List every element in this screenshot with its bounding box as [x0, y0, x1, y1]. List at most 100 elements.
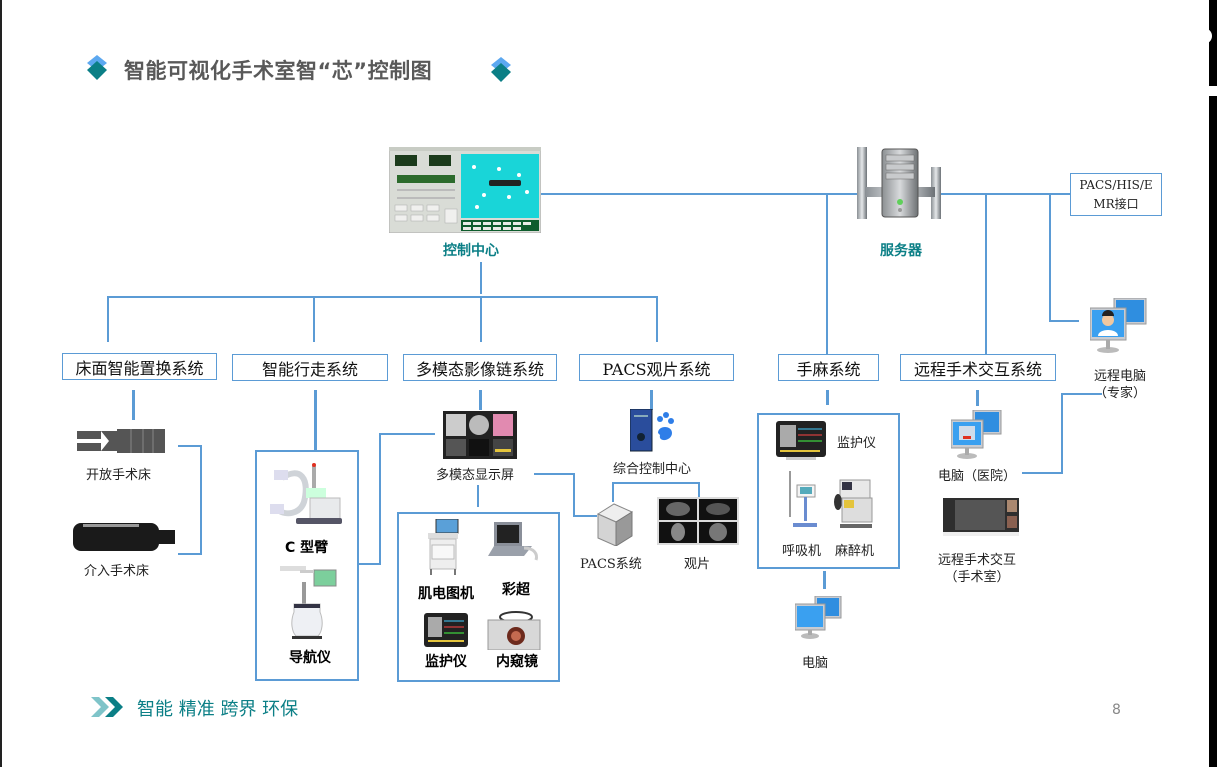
connector	[178, 445, 202, 447]
interface-line1: PACS/HIS/E	[1079, 178, 1153, 192]
connector	[656, 296, 658, 342]
server-label: 服务器	[880, 243, 922, 259]
system-pacs-viewing[interactable]: PACS观片系统	[579, 354, 734, 381]
server-icon[interactable]	[855, 147, 943, 219]
connector	[1049, 194, 1051, 321]
connector	[107, 296, 658, 298]
remote-surgery-label: 远程手术交互 （手术室）	[938, 552, 1016, 586]
connector	[1061, 393, 1063, 474]
double-chevron-icon	[91, 697, 123, 717]
page-number: 8	[1112, 702, 1121, 718]
connector	[698, 482, 700, 498]
endoscope-label: 内窥镜	[496, 654, 538, 670]
emg-machine-icon[interactable]	[424, 519, 464, 575]
connector	[1061, 393, 1102, 395]
connector	[314, 390, 317, 450]
endoscope-icon[interactable]	[486, 610, 542, 650]
connector	[612, 482, 614, 502]
connector	[541, 193, 859, 195]
computers-icon[interactable]	[795, 596, 843, 640]
remote-surgery-line2: （手术室）	[944, 570, 1010, 585]
control-pc-icon[interactable]	[630, 409, 674, 453]
ct-images-icon[interactable]	[657, 497, 739, 545]
interface-line2: MR接口	[1093, 197, 1139, 211]
pacs-system-label: PACS系统	[580, 557, 642, 572]
system-remote-surgery[interactable]: 远程手术交互系统	[900, 354, 1056, 381]
interventional-bed-icon[interactable]	[73, 523, 177, 551]
connector	[1022, 472, 1063, 474]
anesthesia-machine-icon[interactable]	[834, 476, 876, 532]
hospital-computer-label: 电脑（医院）	[938, 469, 1017, 484]
c-arm-label: C 型臂	[285, 540, 329, 556]
connector	[132, 390, 135, 420]
connector	[650, 390, 653, 410]
connector	[823, 571, 826, 589]
pacs-his-emr-interface[interactable]: PACS/HIS/E MR接口	[1070, 173, 1162, 216]
connector	[573, 473, 575, 516]
footer-slogan: 智能 精准 跨界 环保	[137, 699, 299, 720]
hospital-computer-icon[interactable]	[951, 410, 1003, 460]
connector	[480, 262, 482, 294]
connector	[479, 390, 482, 410]
connector	[200, 445, 202, 555]
connector	[612, 482, 700, 484]
slide-left-border	[0, 0, 2, 767]
anesthesia-monitor-label: 监护仪	[837, 436, 877, 451]
color-ultrasound-icon[interactable]	[488, 522, 540, 568]
slide-right-edge	[1209, 0, 1217, 767]
c-arm-icon[interactable]	[270, 462, 346, 528]
connector	[534, 473, 574, 475]
slide-right-gap	[1204, 86, 1217, 96]
computer-label: 电脑	[802, 656, 829, 671]
connector	[573, 515, 597, 517]
system-smart-walking[interactable]: 智能行走系统	[232, 354, 388, 381]
multimodal-display-icon[interactable]	[443, 411, 517, 459]
navigator-icon[interactable]	[280, 562, 340, 642]
expert-computer-line2: （专家）	[1094, 386, 1147, 401]
multimodal-display-label: 多模态显示屏	[436, 468, 515, 483]
control-center-pc-label: 综合控制中心	[613, 462, 692, 477]
anesthesia-machine-label: 麻醉机	[835, 544, 875, 559]
system-bed-replacement[interactable]: 床面智能置换系统	[62, 353, 217, 380]
diamond-bullet-icon	[87, 55, 107, 80]
open-surgical-bed-icon[interactable]	[77, 429, 167, 453]
monitor-label: 监护仪	[425, 654, 467, 670]
interventional-bed-label: 介入手术床	[84, 564, 150, 579]
connector	[985, 194, 987, 354]
imaging-devices-group	[397, 512, 560, 682]
navigator-label: 导航仪	[289, 650, 331, 666]
system-multimodal-imaging[interactable]: 多模态影像链系统	[403, 354, 557, 381]
connector	[826, 390, 829, 405]
connector	[1049, 320, 1079, 322]
connector	[313, 296, 315, 342]
ventilator-icon[interactable]	[785, 471, 817, 531]
viewer-label: 观片	[684, 557, 711, 572]
surgery-video-icon[interactable]	[943, 498, 1019, 536]
connector	[379, 433, 435, 435]
connector	[826, 194, 828, 354]
patient-monitor-icon[interactable]	[776, 421, 826, 461]
connector	[178, 553, 202, 555]
pacs-server-icon[interactable]	[596, 502, 634, 546]
connector	[976, 390, 979, 406]
expert-computer-line1: 远程电脑	[1094, 369, 1147, 384]
expert-computer-label: 远程电脑 （专家）	[1094, 368, 1146, 402]
emg-machine-label: 肌电图机	[418, 586, 474, 602]
open-surgical-bed-label: 开放手术床	[86, 468, 152, 483]
connector	[107, 296, 109, 342]
color-ultrasound-label: 彩超	[502, 582, 530, 598]
expert-computer-icon[interactable]	[1090, 298, 1148, 354]
connector	[938, 193, 1070, 195]
control-center-label: 控制中心	[443, 243, 499, 259]
remote-surgery-line1: 远程手术交互	[938, 553, 1017, 568]
control-panel-icon[interactable]	[389, 147, 541, 233]
diamond-bullet-icon	[491, 57, 511, 82]
connector	[379, 433, 381, 565]
connector	[359, 563, 381, 565]
slide-right-notch	[1204, 28, 1212, 44]
connector	[480, 296, 482, 342]
system-anesthesia[interactable]: 手麻系统	[778, 354, 879, 381]
page-title: 智能可视化手术室智“芯”控制图	[124, 59, 433, 83]
connector	[477, 485, 479, 507]
patient-monitor-icon[interactable]	[424, 613, 468, 649]
